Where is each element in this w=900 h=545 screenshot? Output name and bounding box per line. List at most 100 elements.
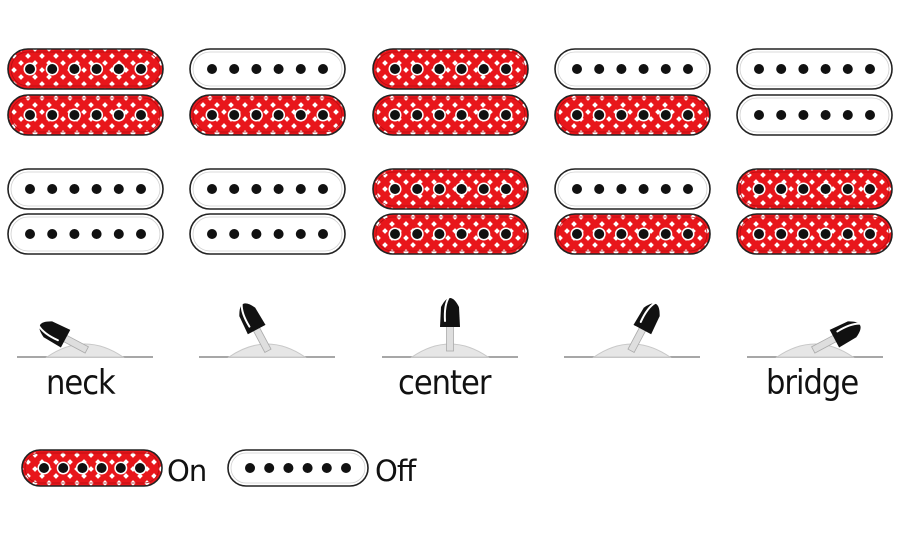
pole-piece	[572, 229, 582, 239]
humbucker-r2-pos2	[189, 168, 346, 255]
pole-piece	[434, 110, 445, 120]
pole-piece	[594, 229, 605, 239]
pole-piece	[776, 184, 787, 194]
pole-piece	[115, 463, 126, 473]
pole-piece	[456, 184, 467, 194]
pole-piece	[77, 463, 88, 473]
bottom-coil	[372, 213, 529, 255]
coil-inner-rim	[375, 171, 526, 207]
pole-piece	[434, 64, 445, 74]
coil-body-on	[554, 213, 711, 255]
coil-inner-rim	[192, 216, 343, 252]
switch-lever	[440, 296, 460, 352]
pole-piece	[69, 110, 80, 120]
pole-piece	[229, 184, 240, 194]
pole-piece	[136, 184, 146, 194]
pole-piece	[273, 64, 284, 74]
pole-piece	[798, 184, 809, 194]
coil-inner-rim	[375, 51, 526, 87]
pole-piece	[91, 184, 102, 194]
pole-piece	[390, 110, 400, 120]
pole-piece	[273, 229, 284, 239]
pole-piece	[478, 229, 489, 239]
coil-inner-rim	[557, 216, 708, 252]
pole-piece	[207, 184, 217, 194]
pole-piece	[136, 110, 146, 120]
coil-body-off	[736, 48, 893, 90]
pole-piece	[842, 184, 853, 194]
pole-piece	[820, 110, 831, 120]
coil-body-off	[554, 168, 711, 210]
pole-piece	[638, 184, 649, 194]
pole-piece	[754, 229, 764, 239]
pole-piece	[478, 184, 489, 194]
lever-highlight	[836, 322, 862, 333]
pole-piece	[638, 229, 649, 239]
lever-highlight	[443, 296, 450, 322]
coil-body-on	[7, 94, 164, 136]
top-coil	[189, 48, 346, 90]
toggle-switch-neck	[17, 321, 153, 358]
pole-piece	[25, 229, 35, 239]
pole-piece	[683, 229, 693, 239]
pole-piece	[412, 110, 423, 120]
pole-piece	[91, 229, 102, 239]
pole-piece	[572, 64, 582, 74]
pole-piece	[318, 64, 328, 74]
pole-piece	[594, 64, 605, 74]
coil-inner-rim	[192, 97, 343, 133]
label-neck: neck	[46, 363, 116, 403]
legend-on-swatch	[21, 449, 163, 487]
coil-body-off	[736, 94, 893, 136]
humbucker-r2-pos3	[372, 168, 529, 255]
pole-piece	[91, 64, 102, 74]
pole-piece	[776, 110, 787, 120]
pole-piece	[776, 229, 787, 239]
bottom-coil	[372, 94, 529, 136]
coil-inner-rim	[10, 97, 161, 133]
pole-piece	[820, 64, 831, 74]
pole-piece	[47, 184, 58, 194]
bottom-coil	[554, 213, 711, 255]
pole-piece	[69, 184, 80, 194]
pole-piece	[776, 64, 787, 74]
pole-piece	[136, 64, 146, 74]
pole-piece	[390, 184, 400, 194]
top-coil	[554, 48, 711, 90]
coil-body-off	[227, 449, 369, 487]
pole-piece	[273, 110, 284, 120]
coil-inner-rim	[10, 171, 161, 207]
coil-inner-rim	[10, 51, 161, 87]
pole-piece	[638, 64, 649, 74]
bottom-coil	[554, 94, 711, 136]
pole-piece	[302, 463, 313, 473]
pole-piece	[295, 110, 306, 120]
pole-piece	[245, 463, 255, 473]
pole-piece	[207, 110, 217, 120]
pickup-grid	[7, 48, 893, 255]
pole-piece	[251, 110, 262, 120]
top-coil	[554, 168, 711, 210]
pole-piece	[341, 463, 351, 473]
top-coil	[372, 168, 529, 210]
top-coil	[7, 48, 164, 90]
pole-piece	[501, 229, 511, 239]
pole-piece	[69, 229, 80, 239]
coil-body-off	[189, 213, 346, 255]
coil-body-on	[736, 168, 893, 210]
coil-inner-rim	[192, 51, 343, 87]
coil-inner-rim	[230, 452, 366, 484]
coil-body-on	[21, 449, 163, 487]
pole-piece	[683, 110, 693, 120]
lever-tip	[829, 321, 861, 348]
pole-piece	[113, 64, 124, 74]
coil-body-off	[554, 48, 711, 90]
coil-body-on	[372, 94, 529, 136]
coil-inner-rim	[557, 51, 708, 87]
bottom-coil	[736, 94, 893, 136]
coil-inner-rim	[557, 171, 708, 207]
coil-inner-rim	[739, 216, 890, 252]
pole-piece	[842, 229, 853, 239]
pole-piece	[412, 229, 423, 239]
